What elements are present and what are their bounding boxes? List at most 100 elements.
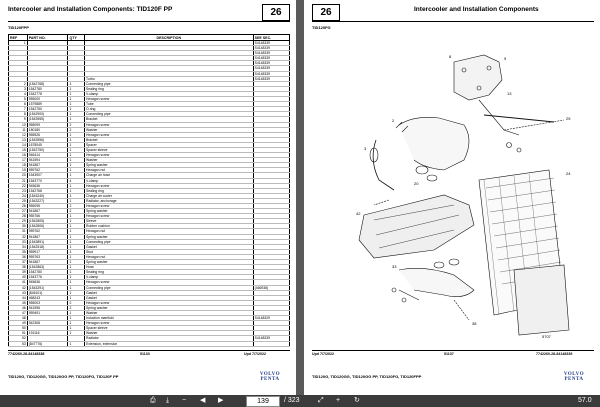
row-see-sec xyxy=(252,81,291,87)
row-see-sec xyxy=(252,178,291,184)
callout: 33 xyxy=(392,264,397,269)
download-icon[interactable]: ⤓ xyxy=(166,397,170,404)
next-page-icon[interactable]: ▶ xyxy=(218,397,224,404)
zoom-level[interactable]: 57.0 xyxy=(578,397,592,404)
left-models-line: TID120G, TID120GG, TID120GG PP, TID120FG… xyxy=(8,374,119,379)
row-part-no: 1542768 xyxy=(26,188,69,194)
zoom-out-icon[interactable]: − xyxy=(182,397,187,404)
row-part-no: 941867 xyxy=(26,162,69,169)
footer-rule xyxy=(8,350,290,351)
row-see-sec xyxy=(252,234,291,240)
row-see-sec xyxy=(252,132,291,138)
row-part-no xyxy=(26,65,69,72)
row-see-sec xyxy=(252,183,291,189)
row-part-no: 1678045 xyxy=(26,142,69,148)
row-part-no xyxy=(26,45,69,52)
row-see-sec xyxy=(252,239,291,245)
volvo-penta-logo: VOLVO PENTA xyxy=(554,372,594,382)
row-see-sec xyxy=(252,223,291,230)
page-number-input[interactable]: 139 xyxy=(246,396,280,407)
print-icon[interactable]: ⎙ xyxy=(150,397,156,404)
brand-line-2: PENTA xyxy=(564,377,584,382)
parts-row: S4148339 xyxy=(8,65,291,72)
left-footer-number: 51133 xyxy=(140,352,150,356)
row-see-sec xyxy=(252,290,291,296)
row-part-no: 959762 xyxy=(26,167,69,174)
prev-page-icon[interactable]: ◀ xyxy=(200,397,206,404)
brand-line-2: PENTA xyxy=(260,377,280,382)
callout: 2 xyxy=(392,118,395,123)
row-see-sec: S4148339 xyxy=(252,40,291,47)
zoom-in-icon[interactable]: + xyxy=(336,397,341,404)
row-part-no: (1542750) xyxy=(26,147,69,154)
callout: 9 xyxy=(504,56,507,61)
row-description: Extension, extension xyxy=(84,341,254,347)
row-ref: 53 xyxy=(8,341,28,347)
row-see-sec xyxy=(252,106,291,113)
row-see-sec xyxy=(252,208,291,215)
row-part-no xyxy=(26,71,69,77)
right-page-title: Intercooler and Installation Components xyxy=(414,6,539,13)
header-rule xyxy=(312,21,594,22)
row-see-sec xyxy=(252,279,291,286)
row-see-sec xyxy=(252,269,291,276)
total-pages: / 323 xyxy=(284,397,300,404)
row-part-no: 945636 xyxy=(26,279,69,286)
fit-icon[interactable]: ⤢ xyxy=(318,397,324,404)
rotate-icon[interactable]: ↻ xyxy=(354,397,360,404)
row-part-no: 941867 xyxy=(26,234,69,240)
row-qty: 1 xyxy=(67,341,85,347)
row-see-sec xyxy=(252,157,291,164)
row-part-no: 1542780 xyxy=(26,269,69,276)
row-see-sec xyxy=(252,96,291,103)
row-see-sec xyxy=(252,320,291,327)
right-models-line: TID120G, TID120GG, TID120GG PP, TID120FG… xyxy=(312,374,422,379)
row-see-sec xyxy=(252,244,291,250)
row-see-sec: S4148339 xyxy=(252,60,291,67)
left-catalog-page: Intercooler and Installation Components:… xyxy=(0,0,296,395)
row-part-no: (846101) xyxy=(26,290,69,296)
parts-row: S4148339 xyxy=(8,60,291,67)
row-see-sec: (466938) xyxy=(252,285,291,291)
row-part-no: 1579889 xyxy=(26,101,69,108)
row-see-sec xyxy=(252,111,291,118)
row-see-sec: S4148339 xyxy=(252,65,291,72)
row-see-sec xyxy=(252,198,291,205)
row-see-sec xyxy=(252,188,291,194)
row-see-sec xyxy=(252,167,291,174)
callout: 38 xyxy=(472,321,477,326)
row-see-sec xyxy=(252,142,291,148)
row-see-sec xyxy=(252,116,291,123)
lower-hose xyxy=(398,268,475,297)
figure-id: 5707 xyxy=(542,334,552,339)
row-see-sec xyxy=(252,325,291,332)
row-part-no xyxy=(26,335,69,342)
volvo-penta-logo: VOLVO PENTA xyxy=(250,372,290,382)
row-see-sec xyxy=(252,218,291,225)
row-part-no: (1542863) xyxy=(26,264,69,271)
parts-row: S4148339 xyxy=(8,71,291,77)
